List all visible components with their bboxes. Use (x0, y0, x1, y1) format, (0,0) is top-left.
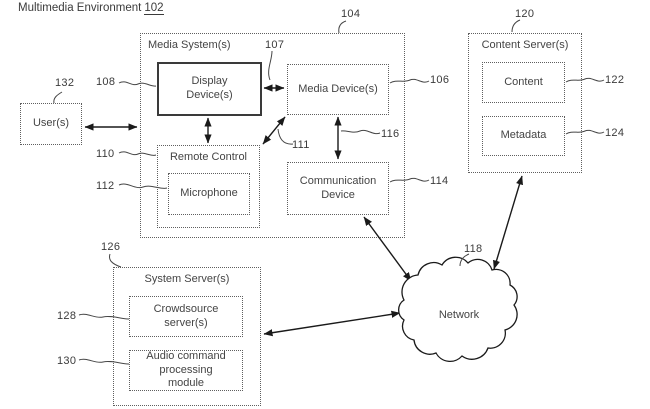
ref-users: 132 (55, 77, 75, 89)
crowdsource-server-label: Crowdsource server(s) (153, 302, 219, 329)
ref-network: 118 (464, 243, 483, 255)
ref-system-server: 126 (101, 241, 121, 253)
media-device-label: Media Device(s) (298, 82, 378, 95)
users-label: User(s) (32, 117, 70, 130)
leader-104 (338, 20, 347, 34)
ref-content-server: 120 (515, 8, 535, 20)
content-box: Content (482, 62, 565, 103)
content-server-label: Content Server(s) (481, 39, 569, 51)
ref-media-comm-link: 116 (381, 128, 400, 140)
media-device-box: Media Device(s) (287, 64, 389, 115)
ref-communication-device: 114 (430, 175, 449, 187)
ref-content: 122 (605, 74, 625, 86)
metadata-label: Metadata (500, 129, 547, 142)
ref-display-device: 108 (96, 76, 116, 88)
metadata-box: Metadata (482, 116, 565, 156)
microphone-box: Microphone (168, 173, 250, 215)
figure-title-ref: 102 (144, 2, 164, 15)
ref-display-media-link: 107 (265, 39, 285, 51)
ref-metadata: 124 (605, 127, 625, 139)
audio-command-module-box: Audio command processing module (129, 350, 243, 391)
figure-title-text: Multimedia Environment (18, 2, 142, 14)
network-label: Network (438, 309, 480, 321)
media-system-label: Media System(s) (148, 39, 231, 51)
crowdsource-server-box: Crowdsource server(s) (129, 296, 243, 337)
content-label: Content (504, 75, 543, 88)
remote-control-label: Remote Control (169, 151, 248, 163)
ref-microphone: 112 (96, 180, 115, 192)
ref-audio-command-module: 130 (57, 355, 77, 367)
arrow-systemserver-network (263, 310, 401, 337)
leader-126 (109, 253, 122, 268)
ref-remote-control: 110 (96, 148, 115, 160)
ref-media-device: 106 (430, 74, 450, 86)
leader-120 (511, 19, 521, 33)
users-box: User(s) (20, 103, 82, 145)
communication-device-box: Communication Device (287, 162, 389, 215)
arrow-contentserver-network (493, 175, 523, 270)
ref-media-system: 104 (341, 8, 361, 20)
leader-132 (53, 91, 63, 104)
ref-remote-media-link: 111 (292, 139, 310, 151)
system-server-label: System Server(s) (144, 273, 230, 285)
display-device-box: Display Device(s) (157, 62, 262, 116)
audio-command-module-label: Audio command processing module (146, 349, 226, 390)
communication-device-label: Communication Device (299, 174, 377, 201)
leader-118 (459, 253, 470, 267)
display-device-label: Display Device(s) (186, 75, 233, 101)
ref-crowdsource-server: 128 (57, 310, 77, 322)
microphone-label: Microphone (180, 187, 238, 200)
